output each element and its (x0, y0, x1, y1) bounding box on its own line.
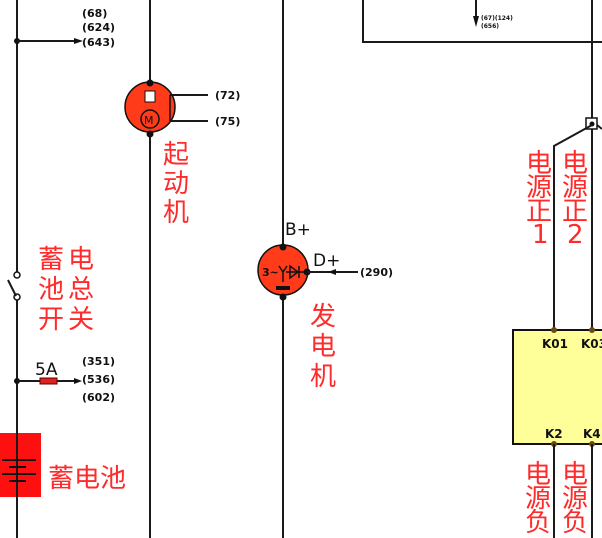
switch-icon (7, 279, 17, 297)
terminal-b-plus: B+ (285, 220, 311, 240)
positive-1-label-2: 源 (526, 173, 552, 203)
negative-2-label-3: 负 (562, 508, 588, 538)
fuse-5a: 5A (351) (536) (602) (14, 355, 115, 404)
pin-k2: K2 (545, 427, 563, 441)
terminal-d-plus: D+ (313, 251, 340, 271)
positive-1-label-4: 1 (532, 220, 549, 250)
switch-label-1: 蓄 (38, 245, 64, 275)
switch-label-6: 关 (68, 305, 94, 335)
negative-1-label-3: 负 (525, 508, 551, 538)
switch-label-3: 开 (38, 305, 64, 335)
positive-2-label-2: 源 (562, 173, 588, 203)
ref-68: (68) (82, 7, 107, 20)
arrow-icon (328, 269, 336, 275)
ref-624: (624) (82, 21, 115, 34)
power-module: K01 K03 K2 K4 (512, 0, 602, 538)
starter-label-2: 动 (163, 169, 189, 199)
battery: 蓄电池 (0, 433, 126, 538)
starter-motor: M (72) (75) 起 动 机 (124, 0, 240, 538)
positive-2-label-4: 2 (567, 220, 584, 250)
top-box: (67)(124) (656) (362, 0, 602, 43)
pin-k01: K01 (542, 337, 568, 351)
motor-icon (140, 109, 160, 129)
arrow-icon (74, 378, 82, 384)
power-labels: 电 源 正 1 电 源 正 2 电 源 负 电 源 负 (525, 149, 588, 538)
fuse-icon (39, 377, 58, 385)
svg-text:M: M (144, 114, 154, 127)
switch-label-2: 池 (38, 275, 64, 305)
ref-656: (656) (481, 23, 499, 30)
positive-1-label-3: 正 (526, 197, 552, 227)
fuse-rating: 5A (35, 360, 58, 380)
negative-1-label-2: 源 (525, 484, 551, 514)
generator-symbol: 3~ (262, 266, 279, 279)
ref-602: (602) (82, 391, 115, 404)
ref-351: (351) (82, 355, 115, 368)
ref-67-124: (67)(124) (481, 15, 513, 22)
arrow-icon (74, 38, 83, 44)
ref-290: (290) (360, 266, 393, 279)
starter-label-1: 起 (163, 140, 189, 170)
generator-label-2: 电 (310, 332, 336, 362)
battery-main-switch: 蓄 池 开 电 总 关 (7, 245, 94, 335)
positive-2-label-3: 正 (562, 197, 588, 227)
negative-2-label-2: 源 (562, 484, 588, 514)
positive-1-label-1: 电 (526, 149, 552, 179)
pin-k4: K4 (583, 427, 601, 441)
left-bus: (68) (624) (643) (14, 0, 115, 538)
generator-label-1: 发 (310, 302, 336, 332)
battery-label: 蓄电池 (48, 464, 126, 494)
ref-643: (643) (82, 36, 115, 49)
ref-536: (536) (82, 373, 115, 386)
ref-72: (72) (215, 89, 240, 102)
negative-2-label-1: 电 (562, 460, 588, 490)
positive-2-label-1: 电 (562, 149, 588, 179)
switch-label-4: 电 (68, 245, 94, 275)
pin-k03: K03 (581, 337, 602, 351)
switch-label-5: 总 (68, 275, 94, 305)
negative-1-label-1: 电 (525, 460, 551, 490)
ref-75: (75) (215, 115, 240, 128)
generator-label-3: 机 (310, 362, 336, 392)
arrow-icon (473, 16, 479, 27)
rectifier-icon (278, 265, 288, 282)
starter-label-3: 机 (163, 198, 189, 228)
generator: 3~ B+ D+ (290) 发 电 机 (257, 0, 393, 538)
